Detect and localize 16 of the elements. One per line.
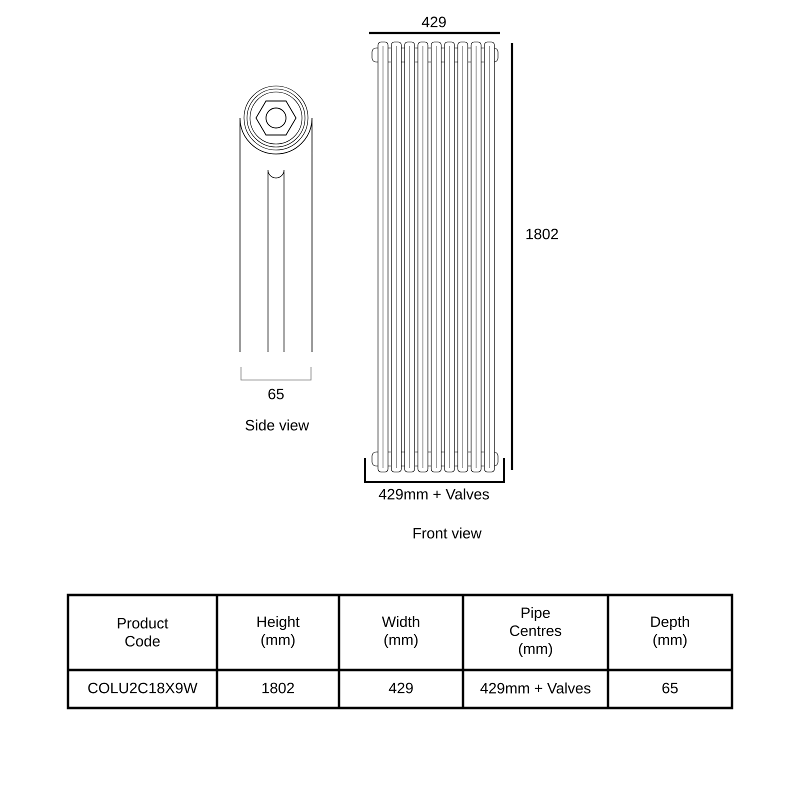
view-label: Front view <box>414 528 482 538</box>
table-value: 429mm + Valves <box>480 682 590 694</box>
column-header: Product Code <box>118 618 168 646</box>
table-value: 429 <box>388 682 413 694</box>
table-value: 1802 <box>262 682 294 694</box>
column-header: Height (mm) <box>258 616 300 648</box>
column-header: Width (mm) <box>382 616 420 648</box>
table-value: 65 <box>662 682 678 694</box>
view-label: Side view <box>246 420 310 430</box>
table-value: COLU2C18X9W <box>88 682 198 694</box>
dimension-label: 429 <box>422 16 446 28</box>
column-header: Pipe Centres (mm) <box>510 607 562 657</box>
dimension-label: 429mm + Valves <box>378 488 489 500</box>
dimension-label: 1802 <box>526 228 558 240</box>
column-header: Depth (mm) <box>651 616 690 648</box>
dimension-label: 65 <box>268 388 284 400</box>
